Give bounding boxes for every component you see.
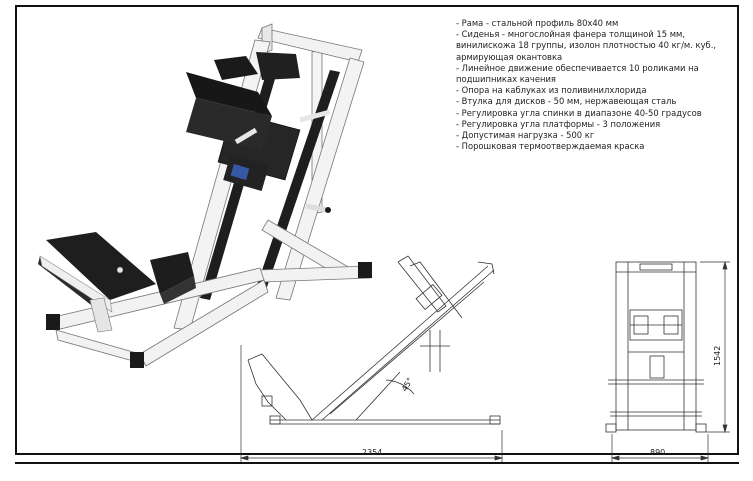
side-width-dimension	[239, 345, 504, 462]
spec-item: - Регулировка угла спинки в диапазоне 40…	[456, 107, 702, 118]
spec-list: - Рама - стальной профиль 80х40 мм - Сид…	[456, 18, 736, 152]
front-view-drawing	[605, 261, 707, 433]
front-width-label: 890	[650, 448, 665, 457]
height-label: 1542	[713, 346, 722, 366]
spec-item: - Рама - стальной профиль 80х40 мм	[456, 18, 619, 28]
spec-item: - Втулка для дисков - 50 мм, нержавеющая…	[456, 96, 677, 107]
spec-item: - Сиденья - многослойная фанера толщиной…	[456, 29, 717, 62]
front-width-dimension	[610, 434, 710, 462]
angle-label: 45°	[400, 376, 415, 393]
machine-render	[38, 23, 372, 368]
spec-item: - Опора на каблуках из поливинилхлорида	[456, 85, 647, 96]
spec-item: - Линейное движение обеспечивается 10 ро…	[456, 62, 699, 85]
drawing-sheet	[15, 5, 739, 455]
spec-item: - Порошковая термоотверждаемая краска	[456, 141, 645, 152]
spec-item: - Допустимая нагрузка - 500 кг	[456, 130, 595, 141]
spec-item: - Регулировка угла платформы - 3 положен…	[456, 118, 661, 129]
title-block-line	[15, 462, 739, 464]
height-dimension	[700, 260, 730, 434]
side-view-drawing	[247, 255, 501, 425]
side-width-label: 2354	[362, 448, 382, 457]
